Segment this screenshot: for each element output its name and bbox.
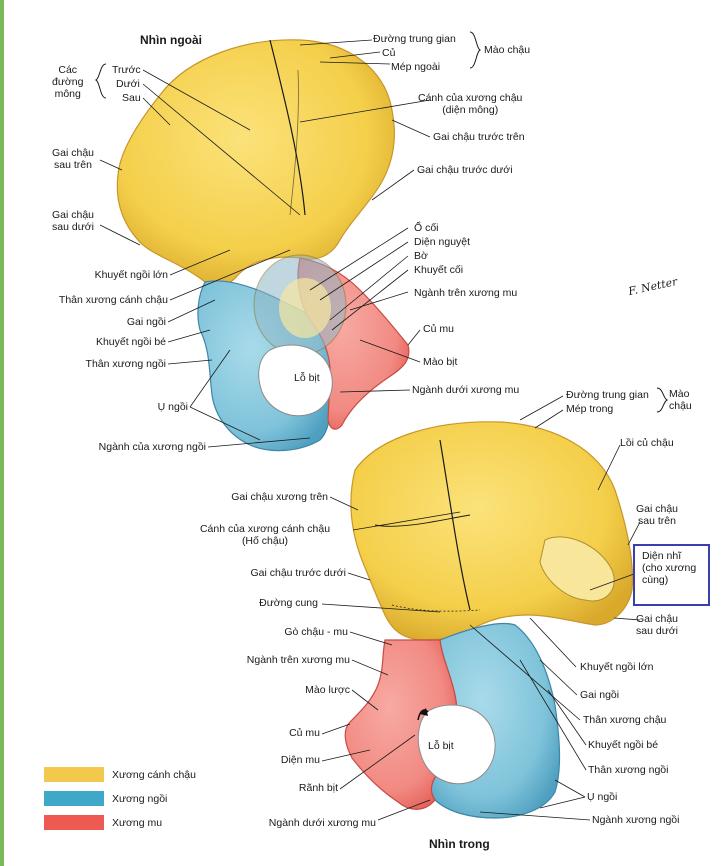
legend-label-ilium: Xương cánh chậu [112, 769, 196, 781]
label-outer-lip: Mép ngoài [391, 61, 441, 73]
label-intermediate-zone-inner: Đường trung gian [566, 389, 649, 401]
inner-obturator-foramen [417, 704, 496, 785]
label-greater-sciatic-notch-inner: Khuyết ngồi lớn [580, 661, 654, 673]
label-wing-fossa: Cánh của xương cánh chậu (Hố chậu) [199, 523, 331, 547]
label-tubercle: Củ [382, 47, 396, 59]
braces [94, 31, 669, 413]
label-piis-outer: Gai chậu sau dưới [52, 209, 95, 233]
label-iliac-tuberosity: Lồi củ chậu [620, 437, 674, 449]
label-pecten-pubis: Mào lược [305, 684, 350, 696]
outer-ilium [116, 39, 395, 288]
label-obturator-foramen-inner: Lỗ bịt [428, 740, 454, 752]
label-gluteal-lines: Các đường mông [52, 64, 84, 100]
label-ischial-spine-inner: Gai ngồi [580, 689, 620, 701]
label-auricular-surface: Diện nhĩ (cho xương cùng) [642, 550, 697, 586]
inner-ilium [350, 421, 634, 641]
label-iliac-crest-outer: Mào chậu [484, 44, 531, 56]
label-body-ilium-outer: Thân xương cánh chậu [58, 294, 168, 306]
label-body-ischium-outer: Thân xương ngồi [85, 358, 166, 370]
label-superior-pubic-ramus-inner: Ngành trên xương mu [246, 654, 350, 666]
legend-label-ischium: Xương ngồi [112, 793, 168, 805]
inner-view-title: Nhìn trong [429, 837, 490, 851]
label-anterior: Trước [112, 64, 141, 76]
inner-view-bone [344, 421, 634, 819]
highlight-box [633, 544, 710, 606]
label-ischial-tuberosity-inner: Ụ ngồi [587, 791, 618, 803]
label-asis-inner: Gai chậu xương trên [231, 491, 328, 503]
inner-leader-lines [321, 395, 641, 821]
label-wing-gluteal: Cánh của xương chậu (diện mông) [418, 92, 523, 116]
label-obturator-foramen-outer: Lỗ bịt [294, 372, 320, 384]
label-body-ilium-inner: Thân xương chậu [583, 714, 667, 726]
label-greater-sciatic-notch-outer: Khuyết ngồi lớn [94, 269, 168, 281]
legend-label-pubis: Xương mu [112, 817, 163, 829]
label-psis-inner: Gai chậu sau trên [636, 503, 679, 527]
label-inferior: Dưới [116, 78, 140, 90]
label-ischial-ramus-outer: Ngành của xương ngồi [98, 441, 206, 453]
label-aiis-outer: Gai chậu trước dưới [417, 164, 513, 176]
label-asis-outer: Gai chậu trước trên [433, 131, 525, 143]
label-inner-lip: Mép trong [566, 403, 614, 415]
label-iliopubic-eminence: Gò chậu - mu [284, 626, 348, 638]
legend-swatch-pubis [44, 815, 104, 830]
label-pubic-tubercle-outer: Củ mu [423, 323, 454, 335]
label-inferior-pubic-ramus-inner: Ngành dưới xương mu [268, 817, 376, 829]
legend-swatch-ischium [44, 791, 104, 806]
outer-view-bone [116, 39, 410, 452]
label-obturator-groove: Rãnh bịt [298, 782, 338, 794]
outer-obturator-foramen [258, 344, 333, 417]
label-lunate-surface: Diện nguyệt [414, 236, 471, 248]
left-border [0, 0, 4, 866]
label-iliac-crest-inner: Mào chậu [669, 388, 692, 412]
label-intermediate-zone-outer: Đường trung gian [373, 33, 456, 45]
label-pubic-crest: Mào bịt [423, 356, 458, 368]
label-arcuate-line: Đường cung [259, 597, 318, 609]
outer-view-title: Nhìn ngoài [140, 33, 202, 47]
label-acetabulum: Ổ cối [414, 222, 439, 234]
outer-leader-lines [99, 39, 431, 448]
label-inferior-pubic-ramus-outer: Ngành dưới xương mu [412, 384, 520, 396]
auricular-surface [539, 536, 615, 602]
label-aiis-inner: Gai chậu trước dưới [250, 567, 346, 579]
legend-swatch-ilium [44, 767, 104, 782]
label-lesser-sciatic-notch-outer: Khuyết ngồi bé [95, 336, 166, 348]
label-ischial-spine-outer: Gai ngồi [126, 316, 166, 328]
label-symphyseal-surface: Diện mu [280, 754, 320, 766]
label-piis-inner: Gai chậu sau dưới [636, 613, 679, 637]
label-ischial-tuberosity-outer: Ụ ngồi [157, 401, 188, 413]
label-ischial-ramus-inner: Ngành xương ngồi [592, 814, 680, 826]
label-lesser-sciatic-notch-inner: Khuyết ngồi bé [588, 739, 659, 751]
label-pubic-tubercle-inner: Củ mu [289, 727, 320, 739]
label-body-ischium-inner: Thân xương ngồi [588, 764, 669, 776]
label-margin: Bờ [414, 250, 428, 262]
label-superior-pubic-ramus-outer: Ngành trên xương mu [414, 287, 518, 299]
label-psis-outer: Gai chậu sau trên [52, 147, 95, 171]
label-acetabular-notch: Khuyết cối [414, 264, 464, 276]
label-posterior: Sau [122, 92, 141, 104]
